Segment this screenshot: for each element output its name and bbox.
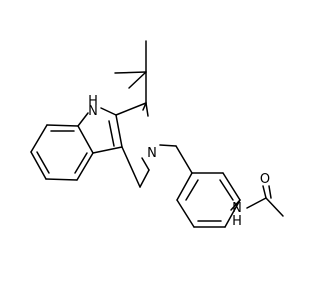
bond-c-o-1: [262, 185, 267, 199]
bond-tbu-stub: [142, 102, 147, 111]
bond-c1-n2: [145, 102, 149, 117]
molecule-structure: H N N N H O: [0, 0, 300, 300]
bond-benzo-3: [45, 178, 78, 181]
bond-c3-c4: [139, 169, 150, 188]
bond-ar-5-inner: [219, 179, 234, 201]
bond-benzo-1: [30, 124, 48, 153]
bond-benzo-2: [30, 151, 47, 180]
amide-n-label: N: [232, 201, 242, 216]
bond-n-c8a: [100, 107, 117, 116]
indole-n-label: N: [88, 104, 98, 119]
bond-c8a-c4a: [115, 114, 123, 148]
bond-c8a-c1: [115, 102, 147, 116]
indole-h-label: H: [88, 94, 98, 109]
bond-benzo-4: [76, 152, 94, 181]
bond-benzo-4-inner: [74, 152, 88, 174]
bond-tbu-me1: [128, 71, 147, 89]
bond-c-o-2: [268, 185, 272, 199]
bond-ar-5: [222, 172, 241, 201]
atom-labels: H N N N H O: [88, 94, 270, 229]
bond-n2-ch2: [159, 144, 177, 147]
background: [0, 0, 300, 300]
bond-c4-c4a: [121, 146, 141, 188]
bond-ar-1: [176, 172, 193, 201]
bond-nh-co: [246, 197, 267, 209]
bond-ch2-aryl: [175, 145, 193, 174]
bond-c4a-c3a: [92, 146, 123, 154]
ring-n-label: N: [147, 146, 157, 161]
amide-h-label: H: [232, 214, 242, 229]
bond-benzo-6: [46, 124, 79, 127]
bond-co-me: [265, 197, 284, 217]
bond-ar-4: [224, 199, 241, 228]
bond-n2-c3: [141, 157, 150, 171]
bond-c8a-c4a-inner: [108, 120, 115, 147]
bond-ar-1-inner: [185, 179, 199, 201]
structure-canvas: H N N N H O: [0, 0, 300, 300]
bonds: [30, 40, 284, 228]
bond-tbu-me2: [114, 71, 147, 74]
bond-c7a-n: [77, 112, 89, 127]
bond-benzo-2-inner: [36, 151, 50, 174]
bond-ar-2: [176, 199, 195, 228]
bond-ar-nh: [230, 199, 241, 211]
bond-benzo-5: [77, 125, 94, 154]
carbonyl-o-label: O: [260, 172, 270, 187]
